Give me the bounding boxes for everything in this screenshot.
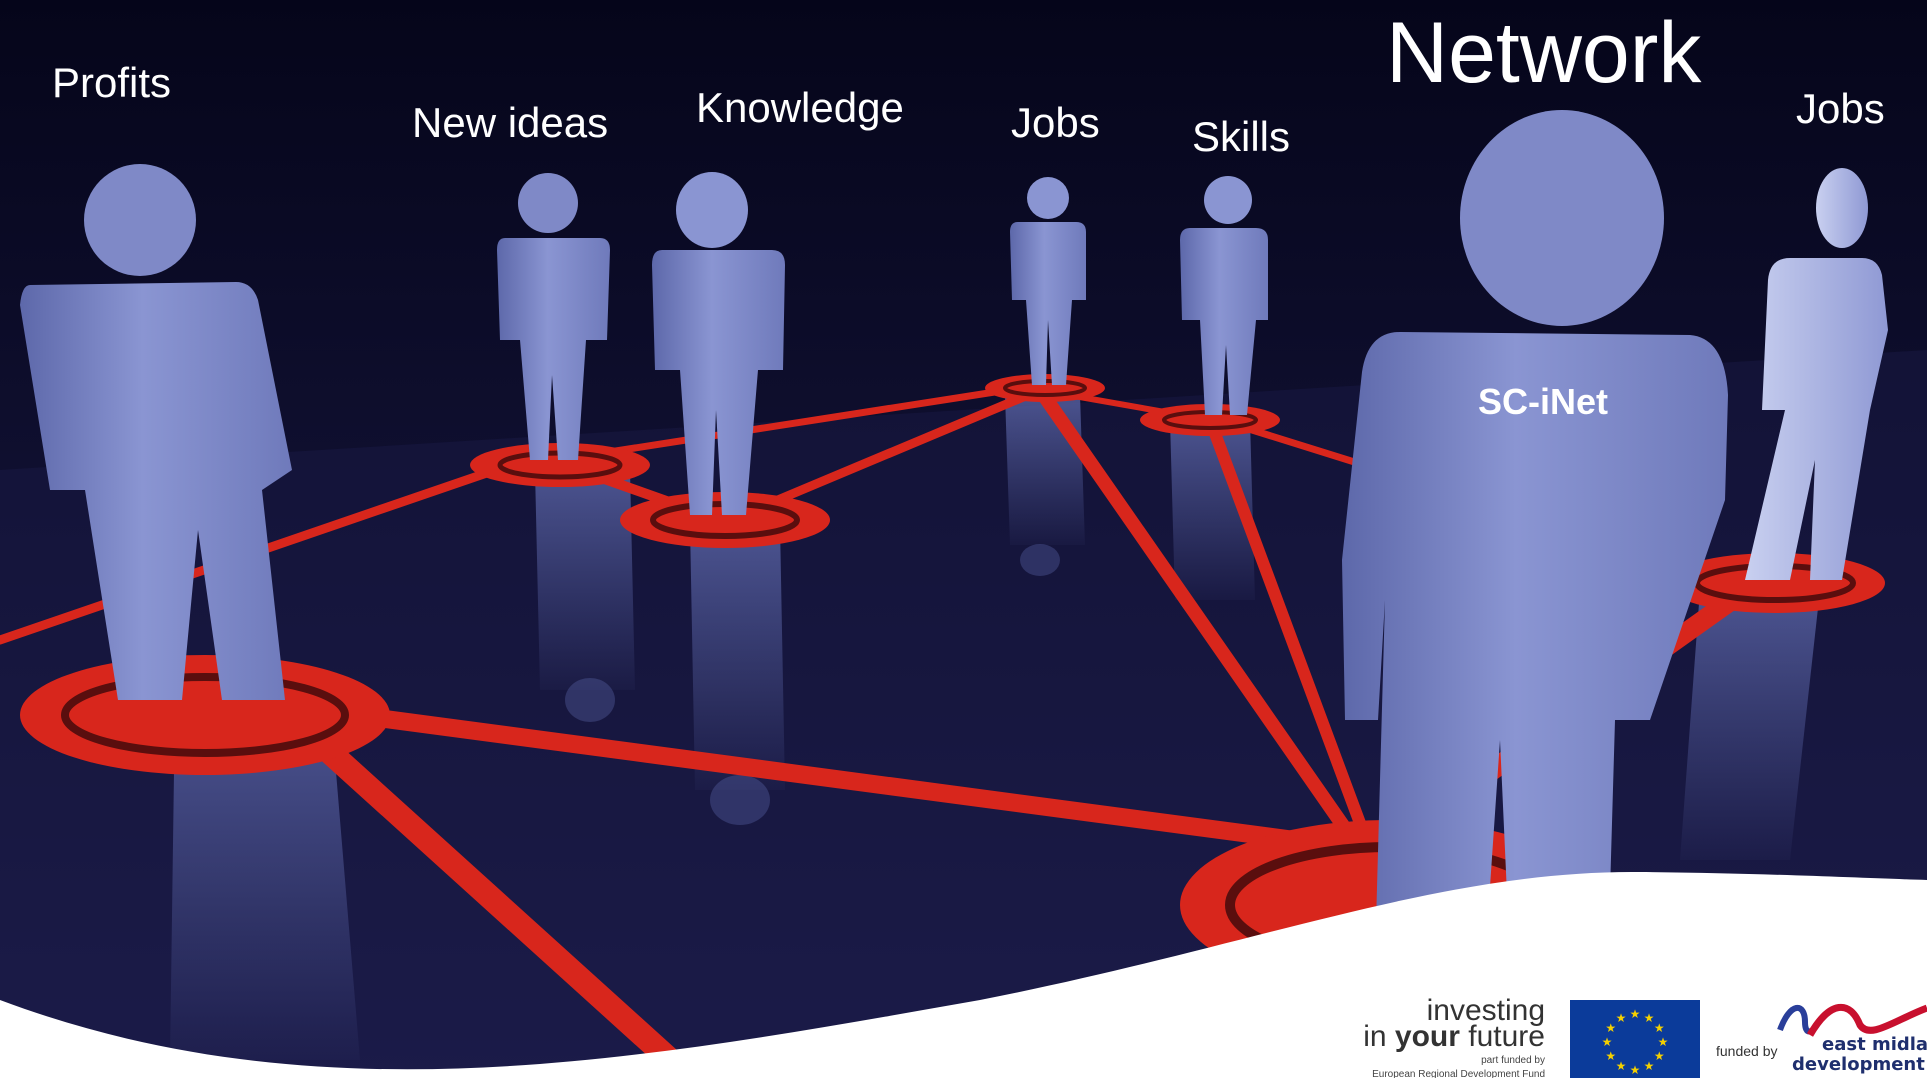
- eu-star-icon: ★: [1654, 1049, 1665, 1063]
- funded-by-text: funded by: [1716, 1043, 1778, 1059]
- figure-body: [497, 238, 610, 460]
- reflection-new-ideas: [535, 470, 635, 690]
- eu-star-icon: ★: [1654, 1021, 1665, 1035]
- figure-skills: [1180, 176, 1268, 415]
- investing-line2: in your future: [1363, 1022, 1545, 1052]
- reflection-head-knowledge: [710, 775, 770, 825]
- figure-body: [652, 250, 785, 515]
- figure-sc-inet: [1342, 110, 1728, 960]
- network-rings: [20, 374, 1885, 990]
- figure-body: [1745, 258, 1888, 580]
- eu-stars: ★★★★★★★★★★★★: [1602, 1007, 1669, 1077]
- label-jobs-right: Jobs: [1796, 85, 1885, 132]
- figure-head: [84, 164, 196, 276]
- figure-jobs-right: [1745, 168, 1888, 580]
- investing-line2-suffix: future: [1459, 1020, 1545, 1053]
- figures: [20, 110, 1888, 960]
- ring-profits-inner: [61, 673, 349, 757]
- agency-name-line2: development agency: [1792, 1054, 1927, 1075]
- reflection-knowledge: [690, 525, 785, 790]
- eu-star-icon: ★: [1616, 1059, 1627, 1073]
- eu-star-icon: ★: [1644, 1011, 1655, 1025]
- figure-body: [20, 282, 292, 700]
- ring-new-ideas: [470, 443, 650, 487]
- agency-name-line1: east midlands: [1822, 1034, 1927, 1055]
- reflection-profits: [170, 700, 360, 1060]
- figure-head: [1816, 168, 1868, 248]
- eu-star-icon: ★: [1605, 1049, 1616, 1063]
- link-jobs-hub: [1033, 383, 1367, 857]
- figure-profits: [20, 164, 292, 700]
- eu-star-icon: ★: [1616, 1011, 1627, 1025]
- investing-line2-bold: your: [1394, 1020, 1460, 1053]
- part-funded-by: part funded by: [1481, 1055, 1545, 1066]
- investing-line1: investing: [1426, 994, 1545, 1027]
- eu-star-icon: ★: [1602, 1035, 1613, 1049]
- reflection-jobs-right: [1680, 590, 1820, 860]
- figure-body: [1180, 228, 1268, 415]
- figure-head: [1027, 177, 1069, 219]
- reflection-head-new-ideas: [565, 678, 615, 722]
- link-skills-hub: [1204, 414, 1376, 856]
- label-skills: Skills: [1192, 113, 1291, 160]
- eu-star-icon: ★: [1630, 1007, 1641, 1021]
- eu-star-icon: ★: [1644, 1059, 1655, 1073]
- figure-body: [1342, 332, 1728, 960]
- label-profits: Profits: [52, 59, 172, 106]
- eu-star-icon: ★: [1630, 1063, 1641, 1077]
- figure-body: [1010, 222, 1086, 385]
- reflection-jobs: [1005, 395, 1085, 545]
- eu-star-icon: ★: [1658, 1035, 1669, 1049]
- figure-head: [1204, 176, 1252, 224]
- eu-flag-logo: ★★★★★★★★★★★★: [1570, 1000, 1700, 1078]
- footer-wave: [0, 871, 1927, 1078]
- label-jobs: Jobs: [1011, 99, 1100, 146]
- figure-jobs: [1010, 177, 1086, 385]
- label-knowledge: Knowledge: [696, 84, 904, 131]
- development-agency-logo: [1777, 1004, 1927, 1037]
- link-newideas-jobs: [586, 381, 1044, 459]
- figure-head: [676, 172, 748, 248]
- label-new-ideas: New ideas: [412, 99, 609, 146]
- center-label: SC-iNet: [1478, 381, 1609, 422]
- figure-new-ideas: [497, 173, 610, 460]
- eu-star-icon: ★: [1605, 1021, 1616, 1035]
- page-title: Network: [1386, 5, 1702, 101]
- figure-knowledge: [652, 172, 785, 515]
- investing-line2-prefix: in: [1363, 1020, 1395, 1053]
- link-profits-hub: [271, 696, 1379, 859]
- erdf-text: European Regional Development Fund: [1372, 1069, 1545, 1078]
- ring-jobs: [985, 374, 1105, 402]
- figure-head: [1460, 110, 1664, 326]
- agency-swoosh-red: [1806, 1004, 1927, 1037]
- reflection-head-jobs: [1020, 544, 1060, 576]
- figure-head: [518, 173, 578, 233]
- eu-flag-background: [1570, 1000, 1700, 1078]
- reflection-skills: [1170, 420, 1255, 600]
